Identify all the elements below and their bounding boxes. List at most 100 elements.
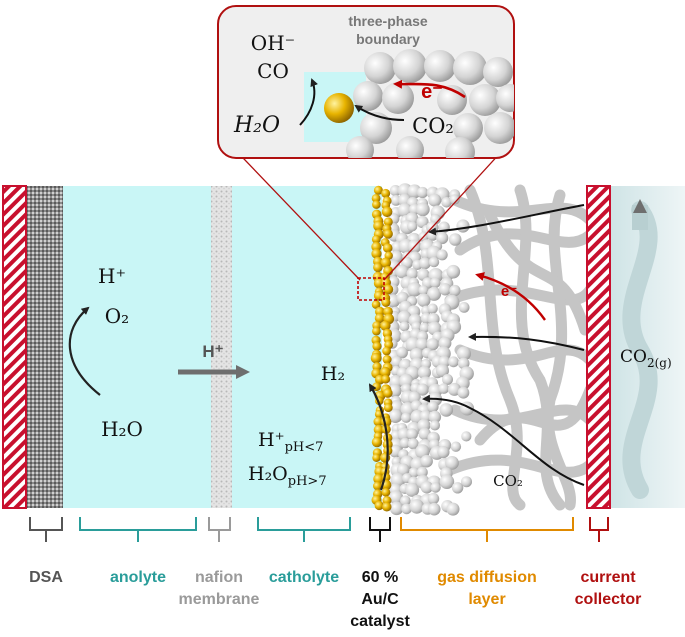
gdl-particle	[390, 195, 402, 206]
gdl-particle	[417, 365, 431, 380]
gdl-particle	[458, 302, 470, 313]
anolyte-region	[63, 186, 211, 508]
gdl-particle	[430, 277, 441, 289]
gdl-particle	[399, 321, 410, 332]
gdl-particle	[407, 438, 419, 450]
gdl-electron-arrow	[475, 272, 546, 321]
gdl-particle	[397, 463, 410, 477]
gdl-particle	[449, 194, 460, 205]
label-catalyst-line3: catalyst	[350, 613, 410, 630]
gdl-particle	[405, 482, 420, 497]
gold-particle	[370, 352, 382, 364]
gdl-particle	[429, 420, 440, 431]
gold-particle	[383, 229, 393, 239]
inset-gdl-particle	[445, 137, 475, 158]
gdl-particle	[388, 408, 403, 423]
gdl-particle	[426, 338, 439, 351]
gdl-particles	[385, 183, 475, 516]
label-nafion-line1: nafion	[195, 569, 243, 586]
gdl-particle	[457, 357, 470, 370]
anode-h2o-label: H₂O	[101, 417, 143, 441]
membrane-h-label: H⁺	[202, 342, 223, 361]
gdl-particle	[401, 503, 412, 515]
gold-particle	[372, 453, 381, 462]
inset-gdl-particle	[346, 136, 374, 158]
gold-particle	[373, 220, 384, 232]
gold-particle	[381, 374, 391, 384]
gdl-co2-label: CO₂	[493, 472, 523, 490]
gold-particle	[380, 257, 392, 269]
gold-particle	[374, 500, 384, 511]
gdl-particle	[427, 401, 439, 413]
anode-h-label: H⁺	[98, 264, 126, 288]
gold-particle	[380, 366, 391, 378]
inset-gdl-particle	[424, 50, 456, 82]
gdl-particle	[441, 197, 452, 208]
gdl-electron-label: e⁻	[501, 283, 517, 300]
gas-flow-wave	[622, 201, 658, 499]
gdl-particle	[448, 233, 462, 246]
gdl-particle	[420, 481, 433, 494]
gdl-particle	[389, 185, 401, 197]
gdl-particle	[416, 186, 429, 199]
gdl-particle	[407, 221, 418, 232]
inset-gdl-particle	[382, 82, 414, 114]
gdl-particle	[436, 231, 449, 245]
catholyte-region	[232, 186, 382, 508]
anode-current-collector	[2, 185, 27, 509]
inset-gdl-particle	[364, 52, 396, 84]
gold-particle	[382, 502, 392, 512]
gdl-particle	[445, 456, 459, 470]
label-collector-line2: collector	[575, 591, 642, 608]
inset-co2-label: CO₂	[412, 114, 454, 138]
gold-particle	[374, 313, 385, 324]
bracket-catholyte	[257, 517, 351, 542]
gdl-particle	[389, 490, 404, 505]
gold-particle	[372, 200, 381, 209]
inset-electron-arrow	[393, 79, 466, 99]
gdl-particle	[408, 467, 420, 478]
bracket-gdl	[400, 517, 574, 542]
gdl-particle	[438, 336, 452, 350]
bracket-catalyst	[369, 517, 391, 542]
inset-gdl-particle	[484, 112, 514, 144]
gdl-particle	[428, 193, 442, 207]
gdl-particle	[450, 441, 462, 452]
gdl-particle	[409, 499, 425, 514]
cathode-h-label: H⁺pH<7	[258, 429, 323, 455]
gold-particle	[382, 346, 391, 356]
gold-particle	[372, 326, 381, 336]
gdl-particle	[401, 412, 412, 423]
her-arrow	[368, 383, 389, 491]
gold-particle	[373, 185, 383, 195]
gdl-particle	[427, 286, 442, 301]
gdl-particle	[416, 466, 428, 478]
gdl-particle	[439, 403, 454, 417]
catalyst-particles	[370, 185, 395, 512]
gdl-particle	[396, 346, 408, 359]
gdl-particle	[399, 437, 411, 449]
gold-particle	[371, 436, 383, 448]
gold-particle	[371, 300, 381, 309]
inset-gdl-particle	[496, 84, 514, 112]
gold-particle	[371, 248, 382, 259]
gdl-particle	[399, 373, 414, 389]
gold-particle	[383, 284, 394, 295]
label-catholyte: catholyte	[269, 569, 339, 586]
gdl-particle	[389, 501, 404, 516]
inset-leader-left	[220, 134, 361, 281]
co2-arrow-3	[422, 394, 585, 486]
inset-gdl-particle	[453, 113, 483, 143]
dsa-anode	[26, 186, 63, 508]
gdl-particle	[446, 502, 460, 516]
anode-reaction-arrow	[68, 306, 101, 396]
gdl-particle	[448, 356, 459, 368]
inset-gdl-particle	[483, 57, 513, 87]
gdl-particle	[395, 264, 410, 279]
gdl-particle	[437, 446, 450, 459]
gdl-particle	[406, 428, 418, 440]
label-collector-line1: current	[580, 569, 636, 586]
gold-particle	[381, 188, 391, 198]
gdl-particle	[415, 337, 429, 351]
gdl-particle	[416, 383, 429, 396]
